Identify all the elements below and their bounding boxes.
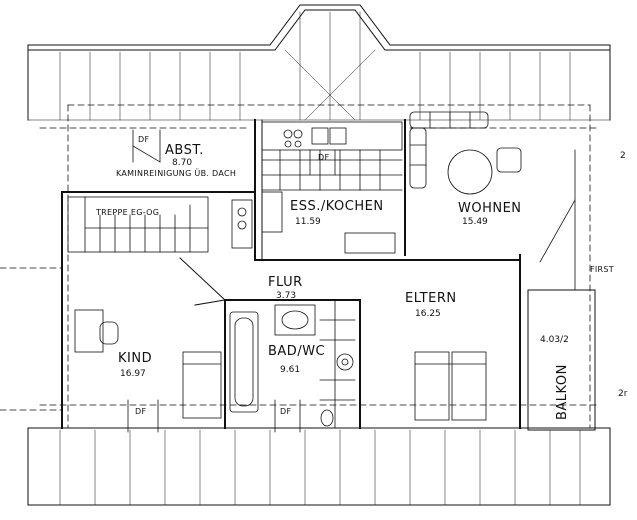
edge-label-2: 2r (618, 389, 628, 399)
room-wohnen-name: WOHNEN (458, 201, 522, 216)
room-kind-area: 16.97 (120, 369, 146, 379)
walls (61, 119, 521, 429)
balcony (527, 149, 596, 431)
room-flur-name: FLUR (268, 275, 303, 290)
label-treppe: TREPPE EG-OG (96, 208, 160, 217)
room-wohnen-area: 15.49 (462, 217, 488, 227)
staircase (67, 196, 209, 253)
room-abst-area: 8.70 (172, 158, 193, 168)
kitchen-counter (231, 121, 403, 254)
room-ess-area: 11.59 (295, 217, 321, 227)
bathroom-fixtures (229, 299, 356, 429)
label-first: FIRST (590, 265, 614, 274)
df-label-bad: DF (280, 407, 292, 416)
edge-label-1: 2 (620, 151, 626, 161)
room-bad-area: 9.61 (280, 365, 301, 375)
room-balkon-name: BALKON (555, 364, 570, 420)
room-bad-name: BAD/WC (268, 344, 326, 359)
df-label-kitchen: DF (318, 153, 330, 162)
kind-furniture (74, 309, 119, 353)
room-flur-area: 3.73 (276, 291, 297, 301)
df-symbols (127, 129, 336, 433)
living-furniture (409, 111, 522, 195)
room-eltern-name: ELTERN (405, 291, 457, 306)
room-balkon-area: 4.03/2 (540, 335, 569, 345)
df-label-kind: DF (135, 407, 147, 416)
room-eltern-area: 16.25 (415, 309, 441, 319)
df-label-abst: DF (138, 135, 150, 144)
room-kind-name: KIND (118, 351, 153, 366)
beds (182, 351, 487, 421)
dashed-lines (0, 104, 601, 429)
room-abst-note: KAMINREINIGUNG ÜB. DACH (116, 169, 237, 178)
room-abst-name: ABST. (165, 143, 204, 158)
roof-bottom (27, 427, 611, 506)
roof-top (27, 4, 611, 121)
room-ess-name: ESS./KOCHEN (290, 199, 384, 214)
